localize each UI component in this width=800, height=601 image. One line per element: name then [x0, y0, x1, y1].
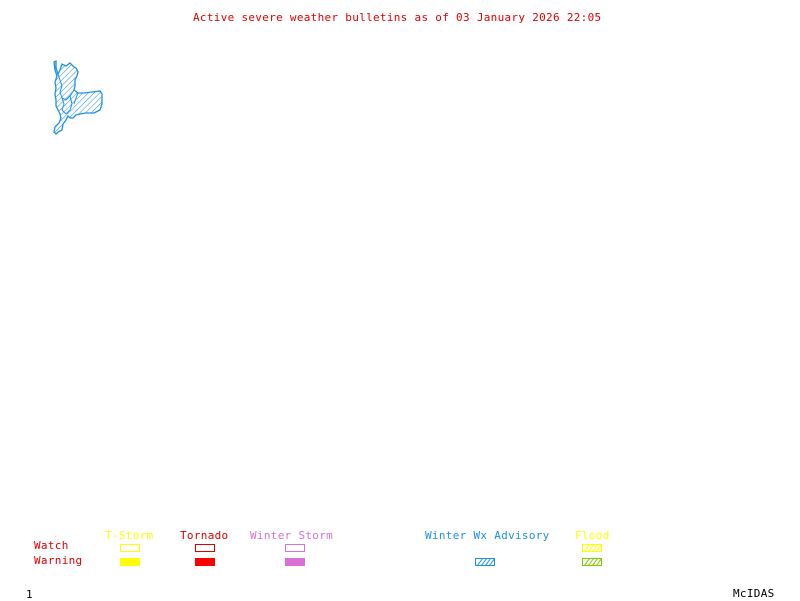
frame-number: 1	[26, 588, 33, 601]
mcidas-brand: McIDAS	[733, 587, 775, 600]
legend-tornado-label: Tornado	[180, 529, 229, 542]
legend-watch-label: Watch	[34, 539, 69, 552]
winter-wx-advisory-area	[53, 59, 103, 135]
legend-warning-label: Warning	[34, 554, 83, 567]
legend-winter-storm-watch-swatch	[285, 544, 305, 552]
legend-tstorm-label: T-Storm	[105, 529, 154, 542]
legend-tornado-warning-swatch	[195, 558, 215, 566]
legend-winter-storm-label: Winter Storm	[250, 529, 334, 542]
bulletin-title: Active severe weather bulletins as of 03…	[193, 11, 602, 24]
legend-tstorm-warning-swatch	[120, 558, 140, 566]
legend-tornado-watch-swatch	[195, 544, 215, 552]
legend-winter-wx-advisory-label: Winter Wx Advisory	[425, 529, 550, 542]
legend-tstorm-watch-swatch	[120, 544, 140, 552]
legend-flood-watch-swatch	[582, 544, 602, 552]
legend-flood-label: Flood	[575, 529, 610, 542]
legend-winter-wx-advisory-swatch	[475, 558, 495, 566]
advisory-interior-boundary	[57, 73, 79, 115]
advisory-polygon	[53, 59, 103, 135]
legend-winter-storm-warning-swatch	[285, 558, 305, 566]
legend-flood-warning-swatch	[582, 558, 602, 566]
